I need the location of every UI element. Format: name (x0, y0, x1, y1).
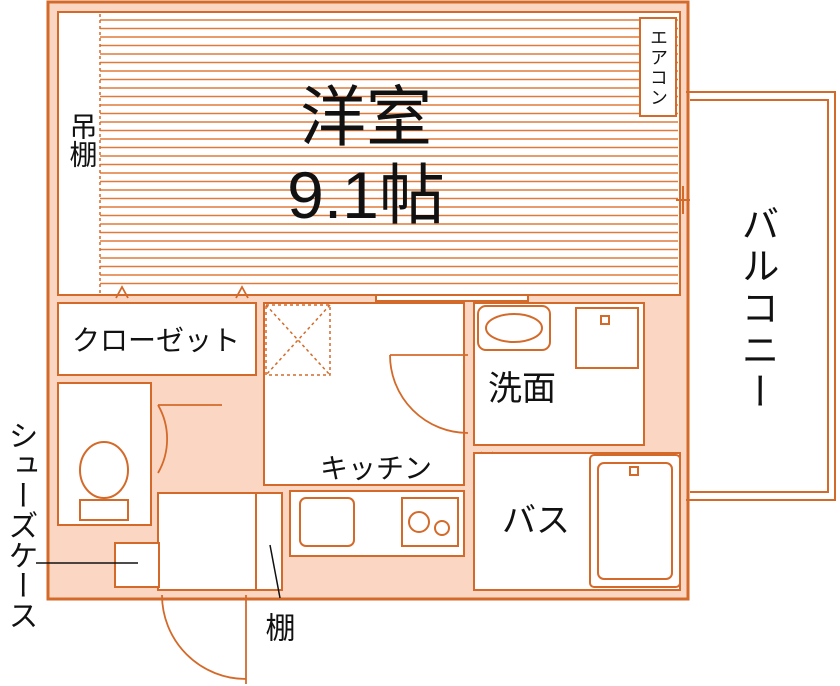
flooring-stripes (100, 19, 678, 285)
shelf-label: 棚 (261, 612, 296, 642)
drain-mark (600, 315, 610, 325)
toilet-icon (79, 441, 129, 521)
bathtub-inner (597, 462, 673, 580)
closet-door-mark-2 (235, 285, 249, 299)
balcony (686, 91, 836, 501)
aircon-box (639, 17, 677, 117)
bath-label: バス (502, 502, 570, 540)
main-room-size: 9.1帖 (287, 158, 445, 232)
main-room-floor (57, 11, 681, 296)
washroom-label: 洗面 (488, 370, 556, 408)
corridor-floor (263, 302, 465, 486)
aircon-label: エアコン (648, 28, 668, 108)
closet-label: クローゼット (72, 325, 240, 356)
washing-machine-pan (575, 307, 639, 369)
sink-icon (299, 497, 355, 547)
upper-shelf-label: 吊棚 (67, 112, 98, 168)
shelf-leader (269, 544, 281, 599)
kitchen-label: キッチン (320, 453, 432, 484)
shoe-case-box (114, 542, 160, 588)
main-room-name: 洋室 (300, 80, 432, 154)
closet-area (57, 302, 257, 376)
shoe-case-label: シューズケース (4, 420, 37, 630)
shelf-box (255, 492, 283, 591)
stove-icon (401, 497, 459, 547)
entrance-floor (157, 492, 259, 591)
main-door-swing (389, 354, 469, 434)
storage-box (265, 304, 331, 376)
closet-door-mark-1 (115, 285, 129, 299)
balcony-label: バルコニー (735, 204, 777, 414)
washbasin-bowl (485, 313, 543, 343)
entrance-door-swing (161, 594, 247, 680)
toilet-door-swing (157, 404, 168, 474)
bathtub-drain (629, 466, 639, 476)
sliding-door-track (375, 294, 529, 302)
